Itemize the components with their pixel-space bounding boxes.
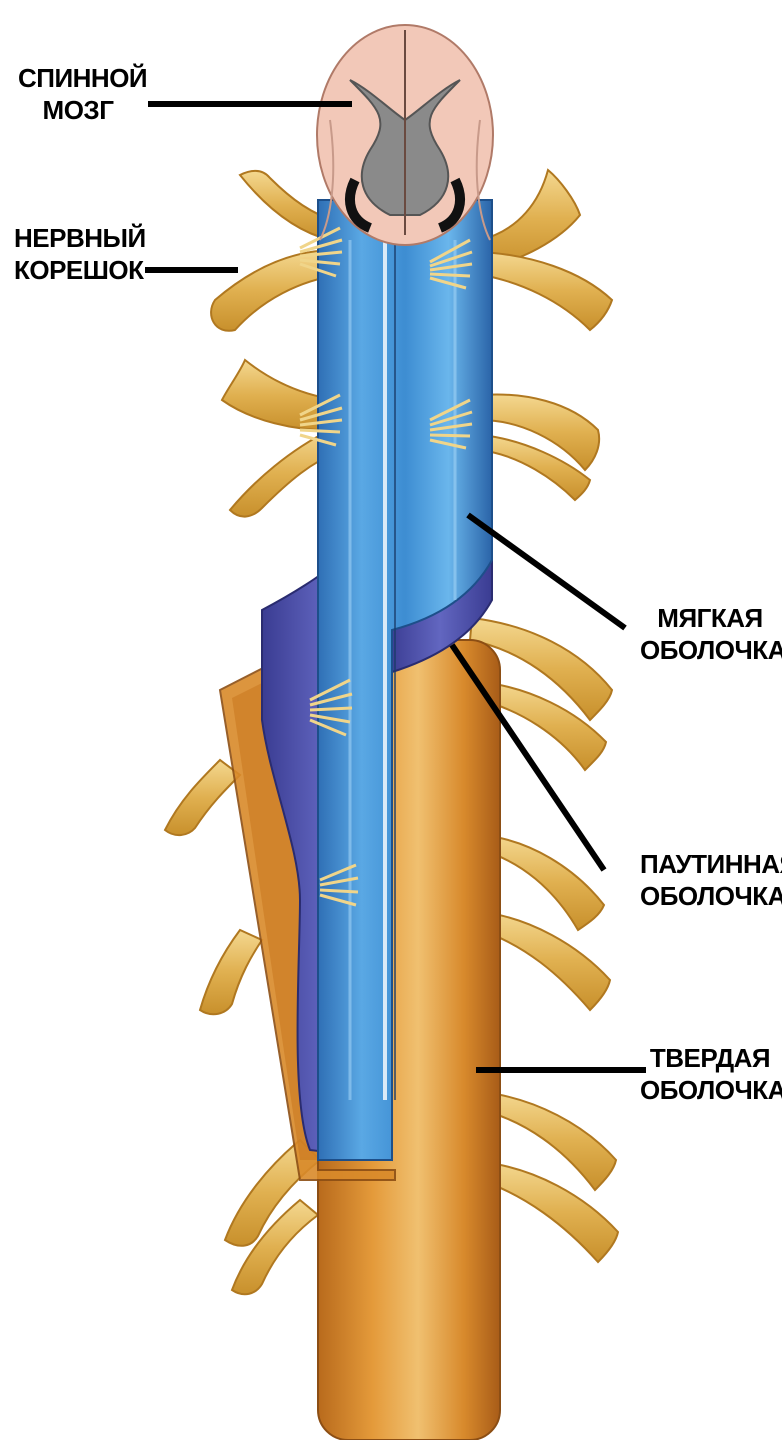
label-dura-mater-line1: ТВЕРДАЯ bbox=[640, 1042, 780, 1074]
label-pia-mater-line1: МЯГКАЯ bbox=[640, 602, 780, 634]
label-pia-mater-line2: ОБОЛОЧКА bbox=[640, 634, 780, 666]
label-spinal-cord-line2: МОЗГ bbox=[18, 94, 138, 126]
label-dura-mater-line2: ОБОЛОЧКА bbox=[640, 1074, 780, 1106]
cord-cross-section bbox=[317, 25, 493, 245]
label-arachnoid: ПАУТИННАЯ ОБОЛОЧКА bbox=[640, 848, 782, 912]
label-nerve-root-line2: КОРЕШОК bbox=[14, 254, 134, 286]
label-dura-mater: ТВЕРДАЯ ОБОЛОЧКА bbox=[640, 1042, 780, 1106]
label-nerve-root-line1: НЕРВНЫЙ bbox=[14, 222, 134, 254]
label-nerve-root: НЕРВНЫЙ КОРЕШОК bbox=[14, 222, 134, 286]
label-arachnoid-line1: ПАУТИННАЯ bbox=[640, 848, 782, 880]
label-pia-mater: МЯГКАЯ ОБОЛОЧКА bbox=[640, 602, 780, 666]
label-spinal-cord-line1: СПИННОЙ bbox=[18, 62, 138, 94]
label-arachnoid-line2: ОБОЛОЧКА bbox=[640, 880, 782, 912]
label-spinal-cord: СПИННОЙ МОЗГ bbox=[18, 62, 138, 126]
